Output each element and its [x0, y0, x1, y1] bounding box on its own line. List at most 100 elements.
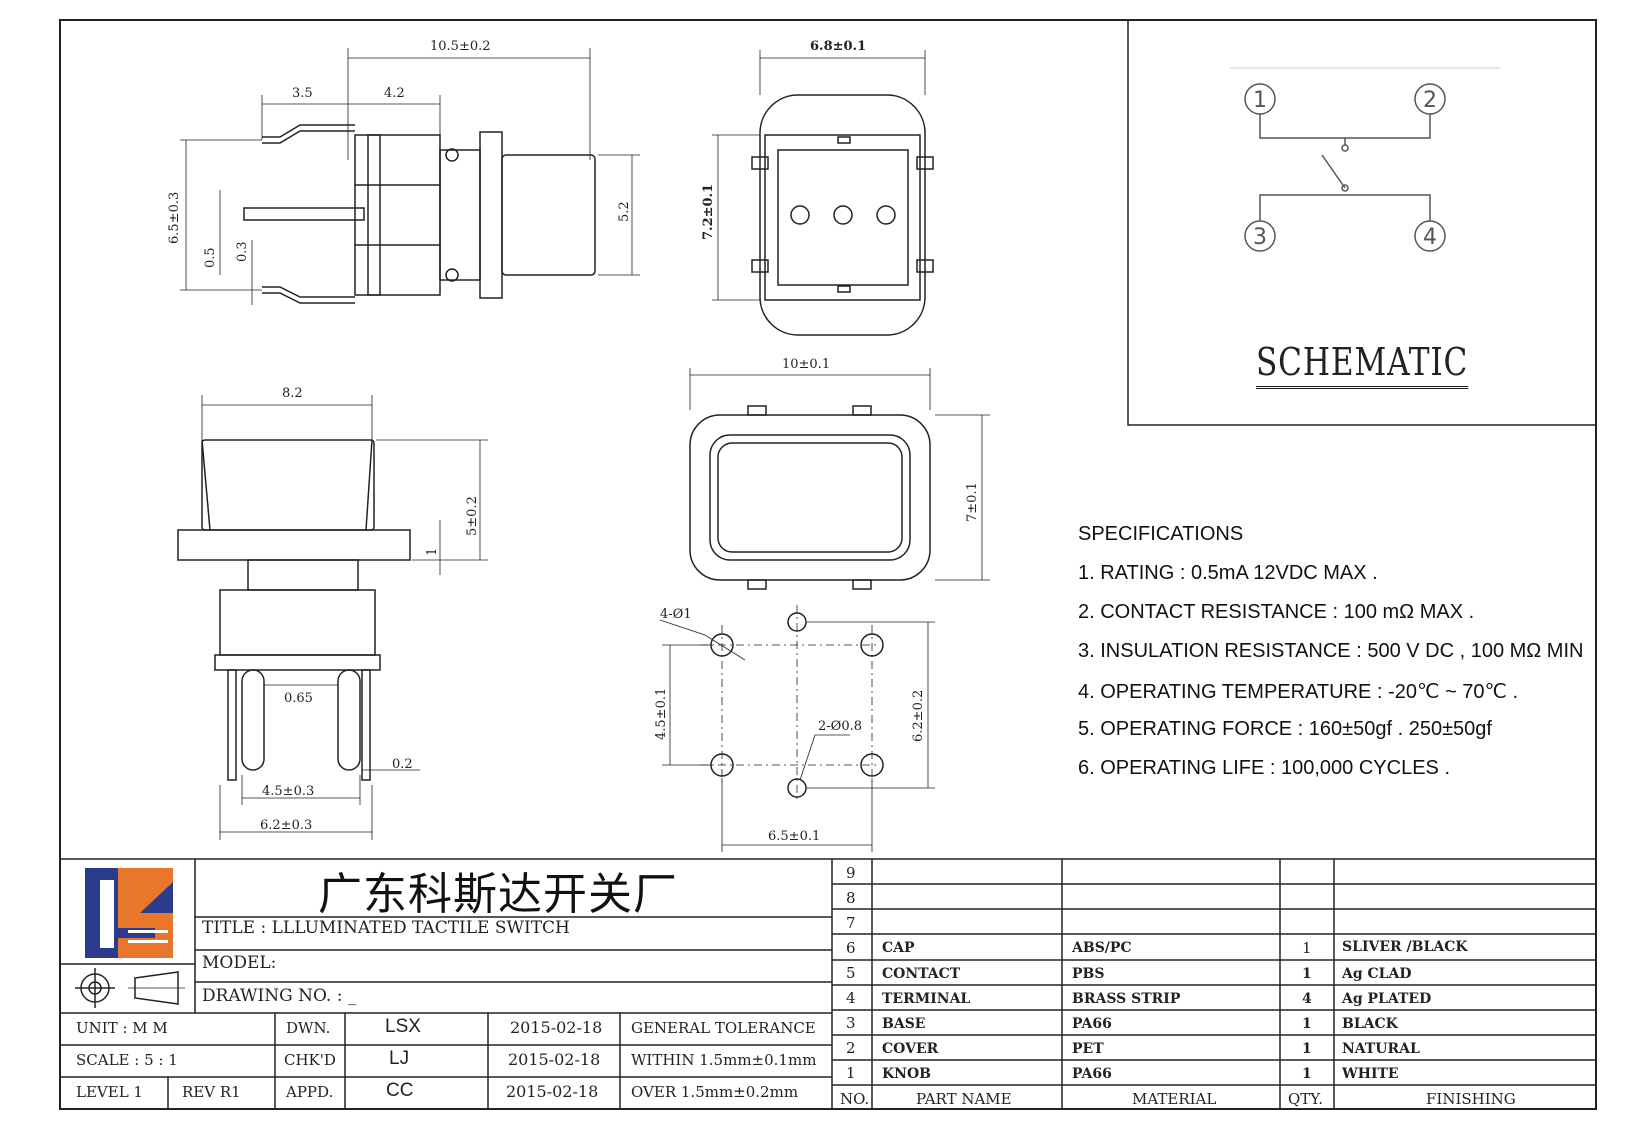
dim-pcb-v-total: 6.2±0.2: [911, 690, 926, 742]
spec-item: 4. OPERATING TEMPERATURE : -20℃ ~ 70℃ .: [1078, 681, 1519, 703]
scale-label: SCALE : 5 : 1: [76, 1051, 178, 1069]
specifications-heading: SPECIFICATIONS: [1078, 523, 1244, 545]
dim-front-height: 7.2±0.1: [701, 184, 716, 240]
dim-side-left-offset: 3.5: [292, 86, 313, 101]
bom-header-qty: QTY.: [1288, 1090, 1324, 1108]
dim-top-height: 7±0.1: [965, 482, 980, 522]
bom-qty: 1: [1302, 1066, 1312, 1082]
bom-no: 4: [846, 989, 856, 1007]
dim-side-pin-a: 0.5: [203, 247, 218, 268]
bom-material: PA66: [1072, 1066, 1112, 1082]
bom-qty: 1: [1302, 1041, 1312, 1057]
title-block-grid: [60, 858, 1596, 1109]
bom-no: 2: [846, 1039, 856, 1057]
spec-item: 2. CONTACT RESISTANCE : 100 mΩ MAX .: [1078, 601, 1475, 623]
bom-qty: 1: [1302, 966, 1312, 982]
projection-symbol: [75, 968, 185, 1008]
dim-pcb-v-span: 4.5±0.1: [654, 688, 669, 740]
schematic-pin-3: 3: [1253, 225, 1267, 250]
dim-lower-total: 6.2±0.3: [260, 818, 312, 833]
side-view: [180, 48, 640, 305]
bom-part: TERMINAL: [882, 991, 971, 1007]
dim-lower-pin-span: 4.5±0.3: [262, 784, 314, 799]
schematic-pin-4: 4: [1423, 225, 1437, 250]
rev-label: REV R1: [182, 1083, 241, 1101]
dim-lower-width: 8.2: [282, 386, 303, 401]
dwn-date: 2015-02-18: [510, 1018, 603, 1037]
bom-qty: 1: [1302, 1016, 1312, 1032]
dim-top-width: 10±0.1: [782, 357, 830, 372]
bom-row-no: 9: [846, 864, 856, 882]
appd-date: 2015-02-18: [506, 1082, 599, 1101]
bom-finishing: SLIVER /BLACK: [1342, 939, 1468, 955]
spec-item: 6. OPERATING LIFE : 100,000 CYCLES .: [1078, 757, 1451, 779]
bom-material: PBS: [1072, 966, 1105, 982]
top-view: [689, 368, 990, 590]
dim-pcb-holes-b: 2-Ø0.8: [818, 719, 862, 734]
dim-lower-pin-thk: 0.2: [392, 757, 413, 772]
lower-view: [177, 395, 488, 840]
bom-qty: 4: [1302, 991, 1312, 1007]
company-logo: [85, 868, 173, 958]
dim-side-right-height: 5.2: [617, 201, 632, 222]
bom-header-finishing: FINISHING: [1426, 1090, 1516, 1108]
model-label: MODEL:: [202, 953, 277, 973]
bom-finishing: Ag CLAD: [1342, 966, 1412, 982]
bom-row-no: 8: [846, 889, 856, 907]
schematic-title: SCHEMATIC: [1256, 340, 1469, 389]
bom-no: 1: [846, 1064, 856, 1082]
tolerance-over: OVER 1.5mm±0.2mm: [631, 1083, 799, 1101]
dim-side-mid-offset: 4.2: [384, 86, 405, 101]
dim-front-width: 6.8±0.1: [810, 39, 866, 54]
bom-material: PA66: [1072, 1016, 1112, 1032]
schematic-symbol: [1230, 67, 1500, 252]
bom-material: ABS/PC: [1072, 940, 1132, 956]
dwn-label: DWN.: [286, 1019, 331, 1037]
dim-pcb-holes-a: 4-Ø1: [660, 607, 692, 622]
appd-name: CC: [386, 1080, 414, 1101]
chkd-label: CHK'D: [284, 1051, 336, 1069]
bom-part: CAP: [882, 940, 915, 956]
dim-lower-height: 5±0.2: [465, 496, 480, 536]
drawing-title: TITLE : LLLUMINATED TACTILE SWITCH: [202, 918, 570, 938]
company-name: 广东科斯达开关厂: [318, 869, 678, 920]
schematic-box: [1127, 19, 1597, 426]
level-label: LEVEL 1: [76, 1083, 143, 1101]
bom-finishing: BLACK: [1342, 1016, 1398, 1032]
dim-side-pin-b: 0.3: [235, 241, 250, 262]
spec-item: 3. INSULATION RESISTANCE : 500 V DC , 10…: [1078, 640, 1584, 662]
bom-material: PET: [1072, 1041, 1104, 1057]
dim-lower-flange: 1: [425, 548, 440, 556]
bom-material: BRASS STRIP: [1072, 991, 1181, 1007]
spec-item: 5. OPERATING FORCE : 160±50gf . 250±50gf: [1078, 718, 1492, 740]
front-view: [712, 50, 934, 336]
chkd-date: 2015-02-18: [508, 1050, 601, 1069]
dim-side-top-width: 10.5±0.2: [430, 39, 491, 54]
dim-pcb-h-span: 6.5±0.1: [768, 829, 820, 844]
appd-label: APPD.: [286, 1083, 334, 1101]
bom-finishing: Ag PLATED: [1342, 991, 1432, 1007]
bom-header-part: PART NAME: [916, 1090, 1012, 1108]
tolerance-heading: GENERAL TOLERANCE: [631, 1019, 816, 1037]
bom-header-material: MATERIAL: [1132, 1090, 1217, 1108]
dwn-name: LSX: [385, 1016, 421, 1037]
bom-header-no: NO.: [840, 1090, 870, 1108]
drawing-no-label: DRAWING NO. : _: [202, 986, 357, 1006]
bom-part: CONTACT: [882, 966, 961, 982]
bom-finishing: WHITE: [1342, 1066, 1399, 1082]
bom-qty: 1: [1302, 939, 1312, 957]
schematic-pin-2: 2: [1423, 88, 1437, 113]
bom-finishing: NATURAL: [1342, 1041, 1420, 1057]
bom-no: 3: [846, 1014, 856, 1032]
unit-label: UNIT : M M: [76, 1019, 168, 1037]
chkd-name: LJ: [389, 1048, 410, 1069]
bom-part: KNOB: [882, 1066, 931, 1082]
schematic-pin-1: 1: [1253, 88, 1267, 113]
tolerance-within: WITHIN 1.5mm±0.1mm: [631, 1051, 817, 1069]
bom-no: 5: [846, 964, 856, 982]
dim-lower-pin-gap: 0.65: [284, 691, 313, 706]
bom-part: BASE: [882, 1016, 926, 1032]
pcb-layout: [659, 605, 935, 852]
dim-side-height: 6.5±0.3: [167, 192, 182, 244]
